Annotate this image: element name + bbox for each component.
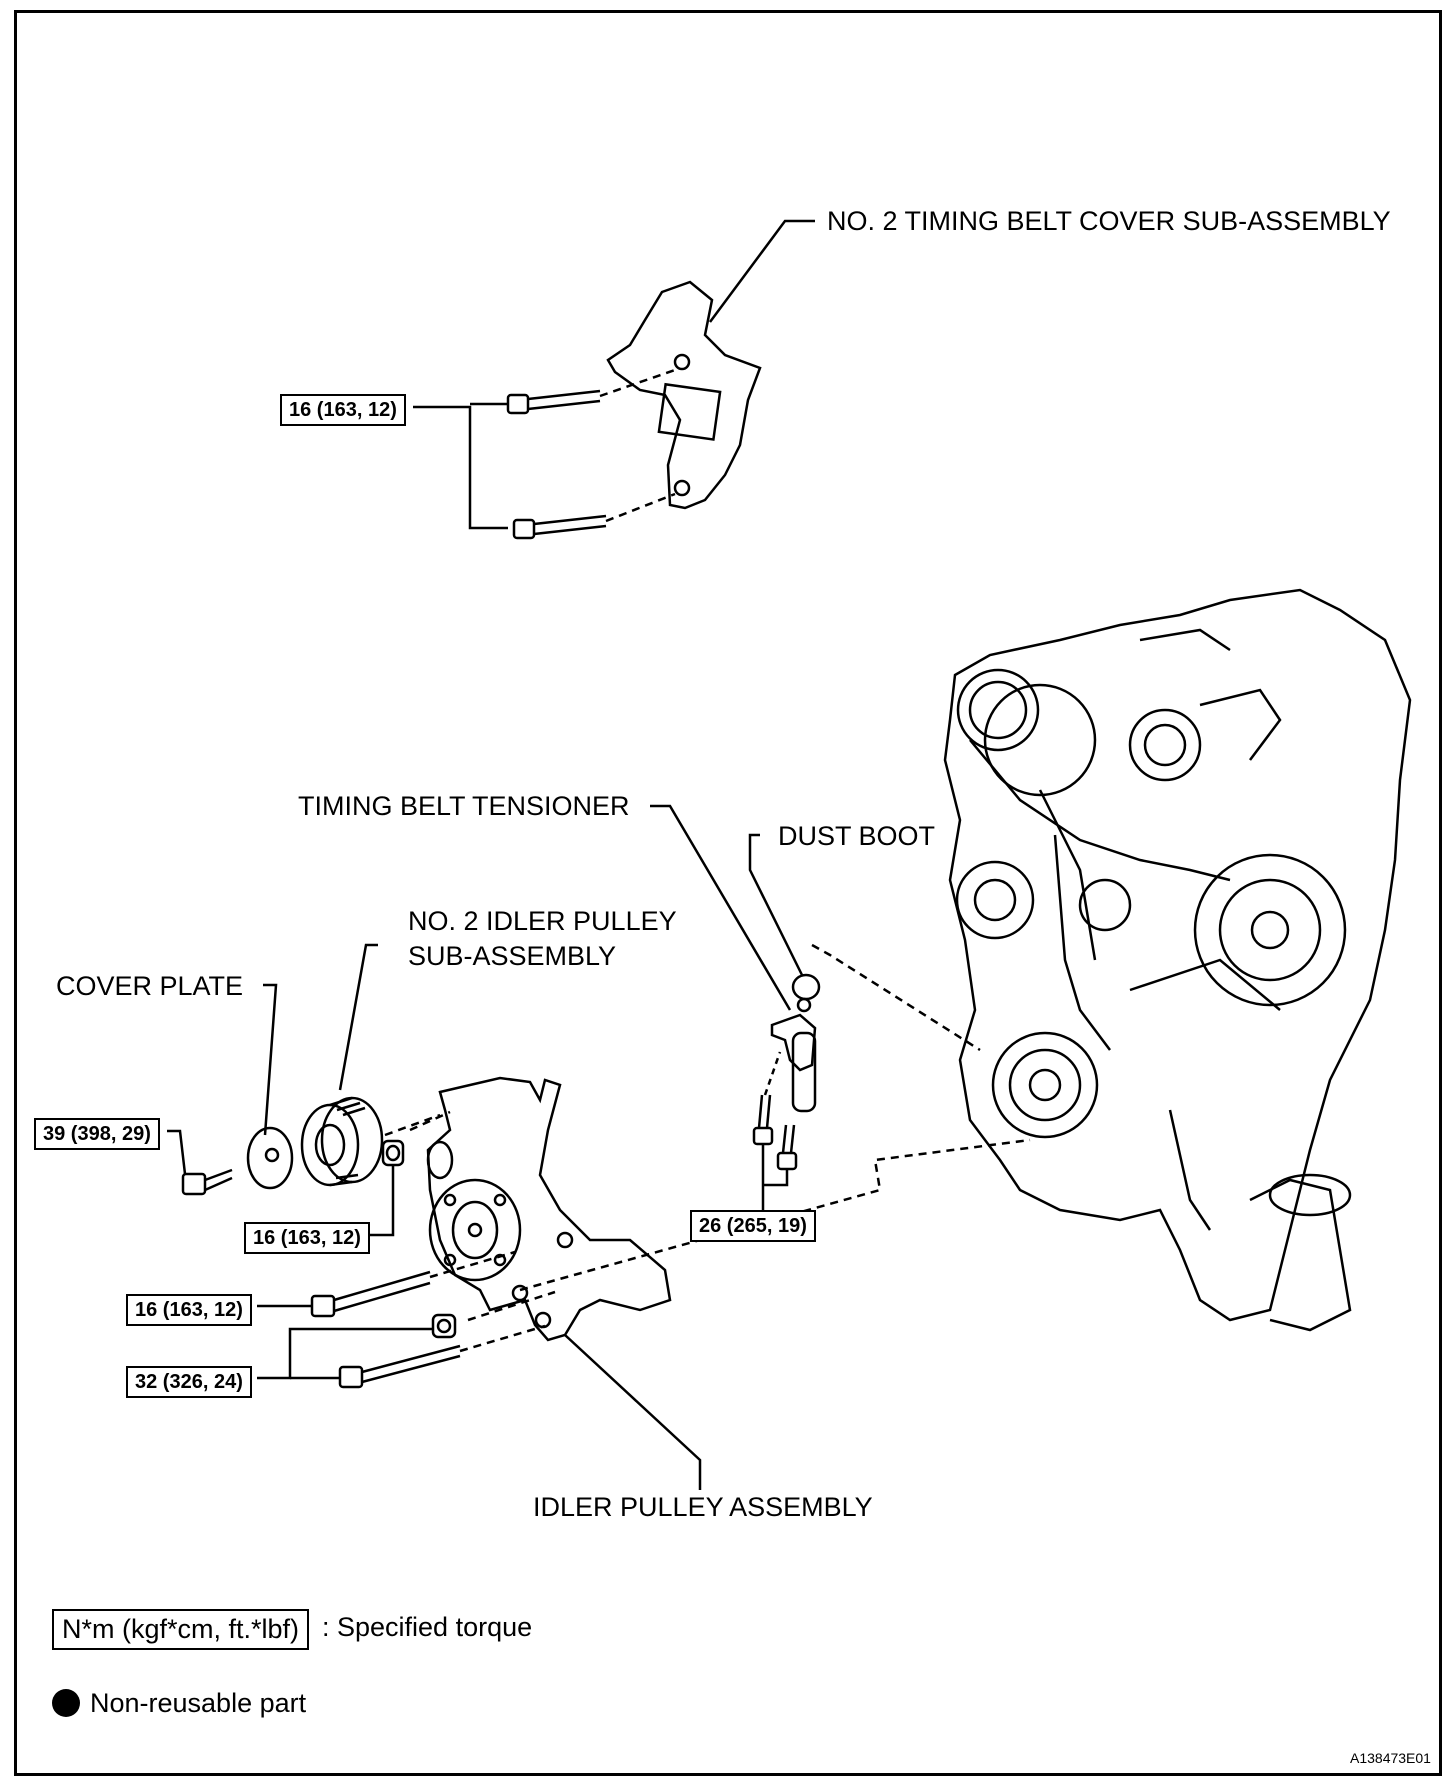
- idler-nut: [381, 1139, 405, 1167]
- legend-non-reusable: Non-reusable part: [90, 1688, 307, 1718]
- leader-timing-belt-cover: [708, 219, 815, 323]
- label-no2-idler-pulley-line2: SUB-ASSEMBLY: [408, 941, 617, 971]
- no2-idler-pulley: [300, 1096, 384, 1187]
- label-cover-plate: COVER PLATE: [56, 971, 244, 1001]
- leader-tensioner: [650, 804, 792, 1011]
- engine-assembly: [943, 588, 1412, 1332]
- bracket-nut: [431, 1313, 457, 1339]
- leader-cover-plate: [263, 983, 278, 1136]
- torque-bracket-bolts: 32 (326, 24): [126, 1366, 252, 1398]
- dashed-tensioner-to-engine: [811, 943, 981, 1052]
- tensioner-bolt-left: [752, 1094, 774, 1146]
- idler-pulley-bracket: [426, 1076, 672, 1342]
- label-idler-pulley-assembly: IDLER PULLEY ASSEMBLY: [533, 1492, 873, 1522]
- cover-plate: [246, 1126, 294, 1190]
- leader-bracket-bolts: [257, 1327, 433, 1380]
- non-reusable-dot-icon: [52, 1689, 80, 1717]
- legend-torque-desc: : Specified torque: [322, 1612, 533, 1642]
- leader-dust-boot: [748, 833, 804, 976]
- dust-boot: [791, 973, 821, 1001]
- legend-torque-unit: N*m (kgf*cm, ft.*lbf): [52, 1609, 310, 1650]
- label-timing-belt-cover: NO. 2 TIMING BELT COVER SUB-ASSEMBLY: [827, 206, 1391, 236]
- label-dust-boot: DUST BOOT: [778, 821, 936, 851]
- leader-idler-pulley-assembly: [564, 1334, 702, 1490]
- cover-bolt-lower: [512, 514, 607, 540]
- figure-code: A138473E01: [1350, 1750, 1431, 1766]
- label-timing-belt-tensioner: TIMING BELT TENSIONER: [298, 791, 630, 821]
- timing-belt-tensioner: [770, 997, 817, 1113]
- label-no2-idler-pulley-line1: NO. 2 IDLER PULLEY: [408, 906, 677, 936]
- tensioner-bolt-right: [776, 1124, 798, 1171]
- torque-cover-plate-bolt: 39 (398, 29): [34, 1118, 160, 1150]
- torque-idler-nut: 16 (163, 12): [244, 1222, 370, 1254]
- leader-idler-nut: [365, 1165, 395, 1237]
- leader-cover-plate-bolt: [167, 1129, 187, 1175]
- bracket-bolt: [338, 1344, 461, 1389]
- cover-bolt-upper: [506, 389, 601, 415]
- torque-idler-bolt: 16 (163, 12): [126, 1294, 252, 1326]
- idler-bolt: [310, 1270, 431, 1318]
- leader-idler-pulley-no2: [338, 943, 378, 1091]
- leader-cover-bolts: [413, 405, 508, 530]
- timing-belt-cover: [606, 280, 762, 510]
- torque-tensioner-bolts: 26 (265, 19): [690, 1210, 816, 1242]
- cover-plate-bolt: [181, 1168, 233, 1196]
- torque-cover-bolts: 16 (163, 12): [280, 394, 406, 426]
- figure-frame: [14, 10, 1442, 1776]
